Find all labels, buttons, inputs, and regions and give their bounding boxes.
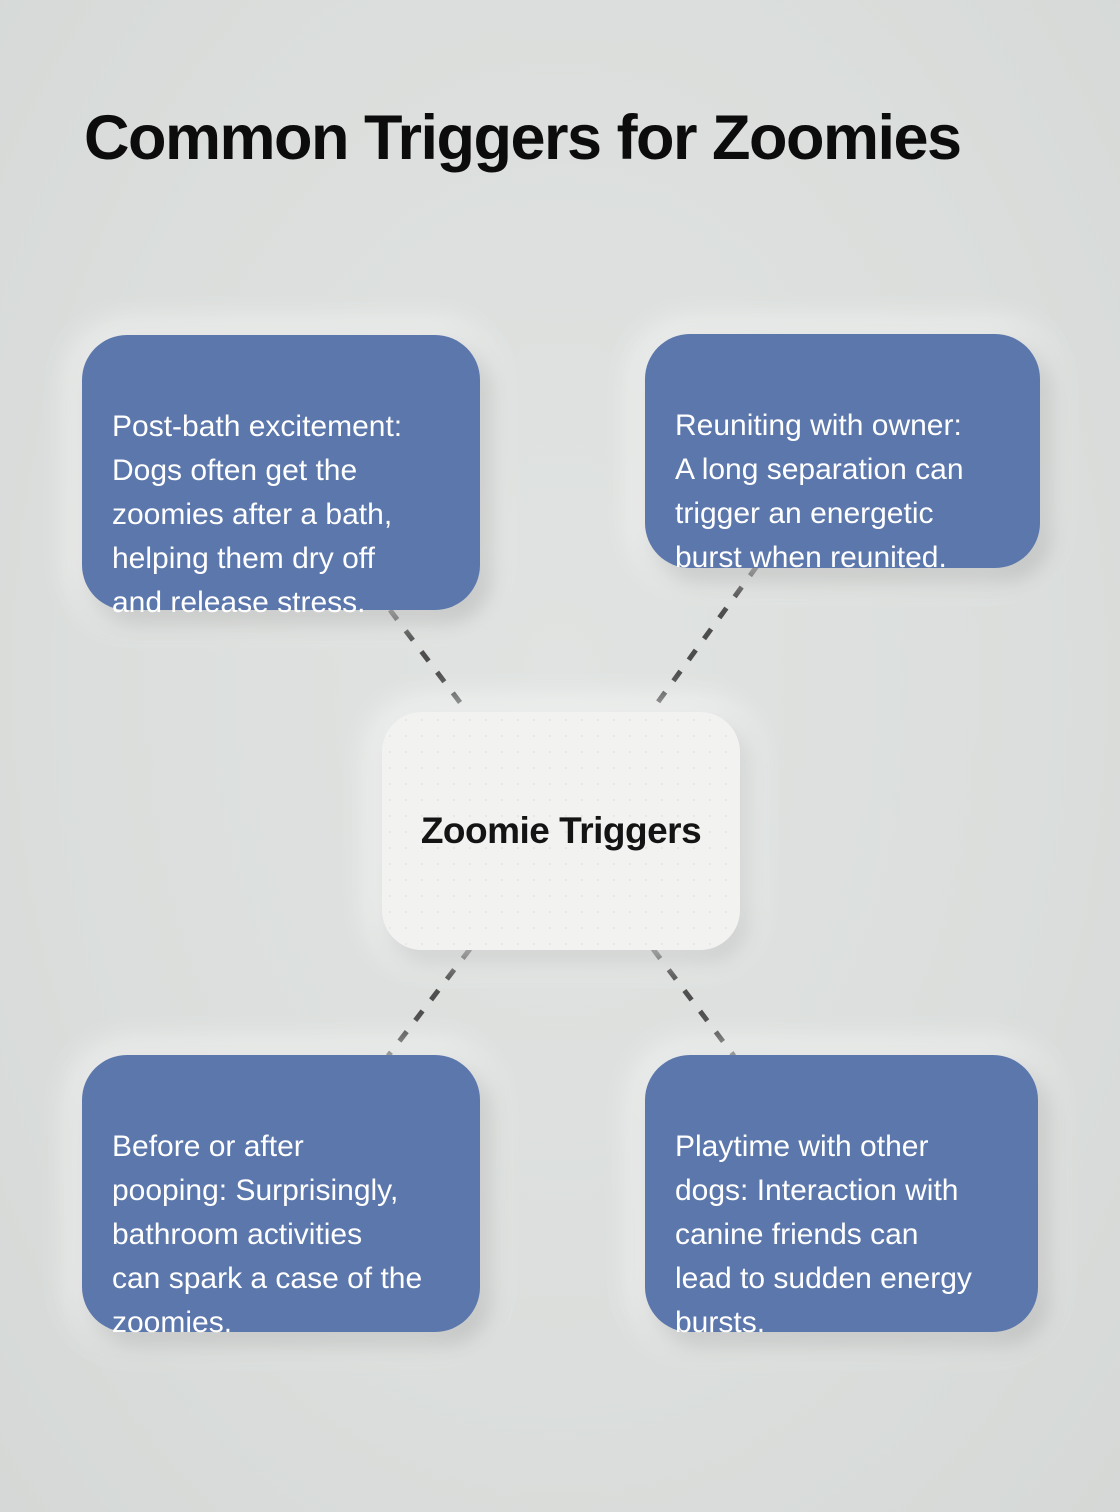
trigger-node-post-bath: Post-bath excitement: Dogs often get the…: [82, 335, 480, 619]
connector-top-left-icon: [388, 608, 470, 715]
connector-bottom-right-icon: [651, 947, 736, 1058]
trigger-node-pooping-text: Before or after pooping: Surprisingly, b…: [112, 1130, 423, 1339]
center-node-label: Zoomie Triggers: [420, 810, 702, 851]
page-title: Common Triggers for Zoomies: [84, 103, 962, 173]
center-node: Zoomie Triggers: [382, 712, 740, 950]
trigger-node-playtime: Playtime with other dogs: Interaction wi…: [645, 1055, 1038, 1339]
connector-bottom-left-icon: [386, 947, 472, 1058]
trigger-node-reuniting: Reuniting with owner: A long separation …: [645, 334, 1040, 574]
trigger-node-reuniting-text: Reuniting with owner: A long separation …: [675, 409, 964, 574]
trigger-node-post-bath-text: Post-bath excitement: Dogs often get the…: [112, 410, 403, 619]
trigger-node-pooping: Before or after pooping: Surprisingly, b…: [82, 1055, 480, 1339]
trigger-node-playtime-text: Playtime with other dogs: Interaction wi…: [675, 1130, 972, 1339]
connector-top-right-icon: [647, 564, 760, 715]
